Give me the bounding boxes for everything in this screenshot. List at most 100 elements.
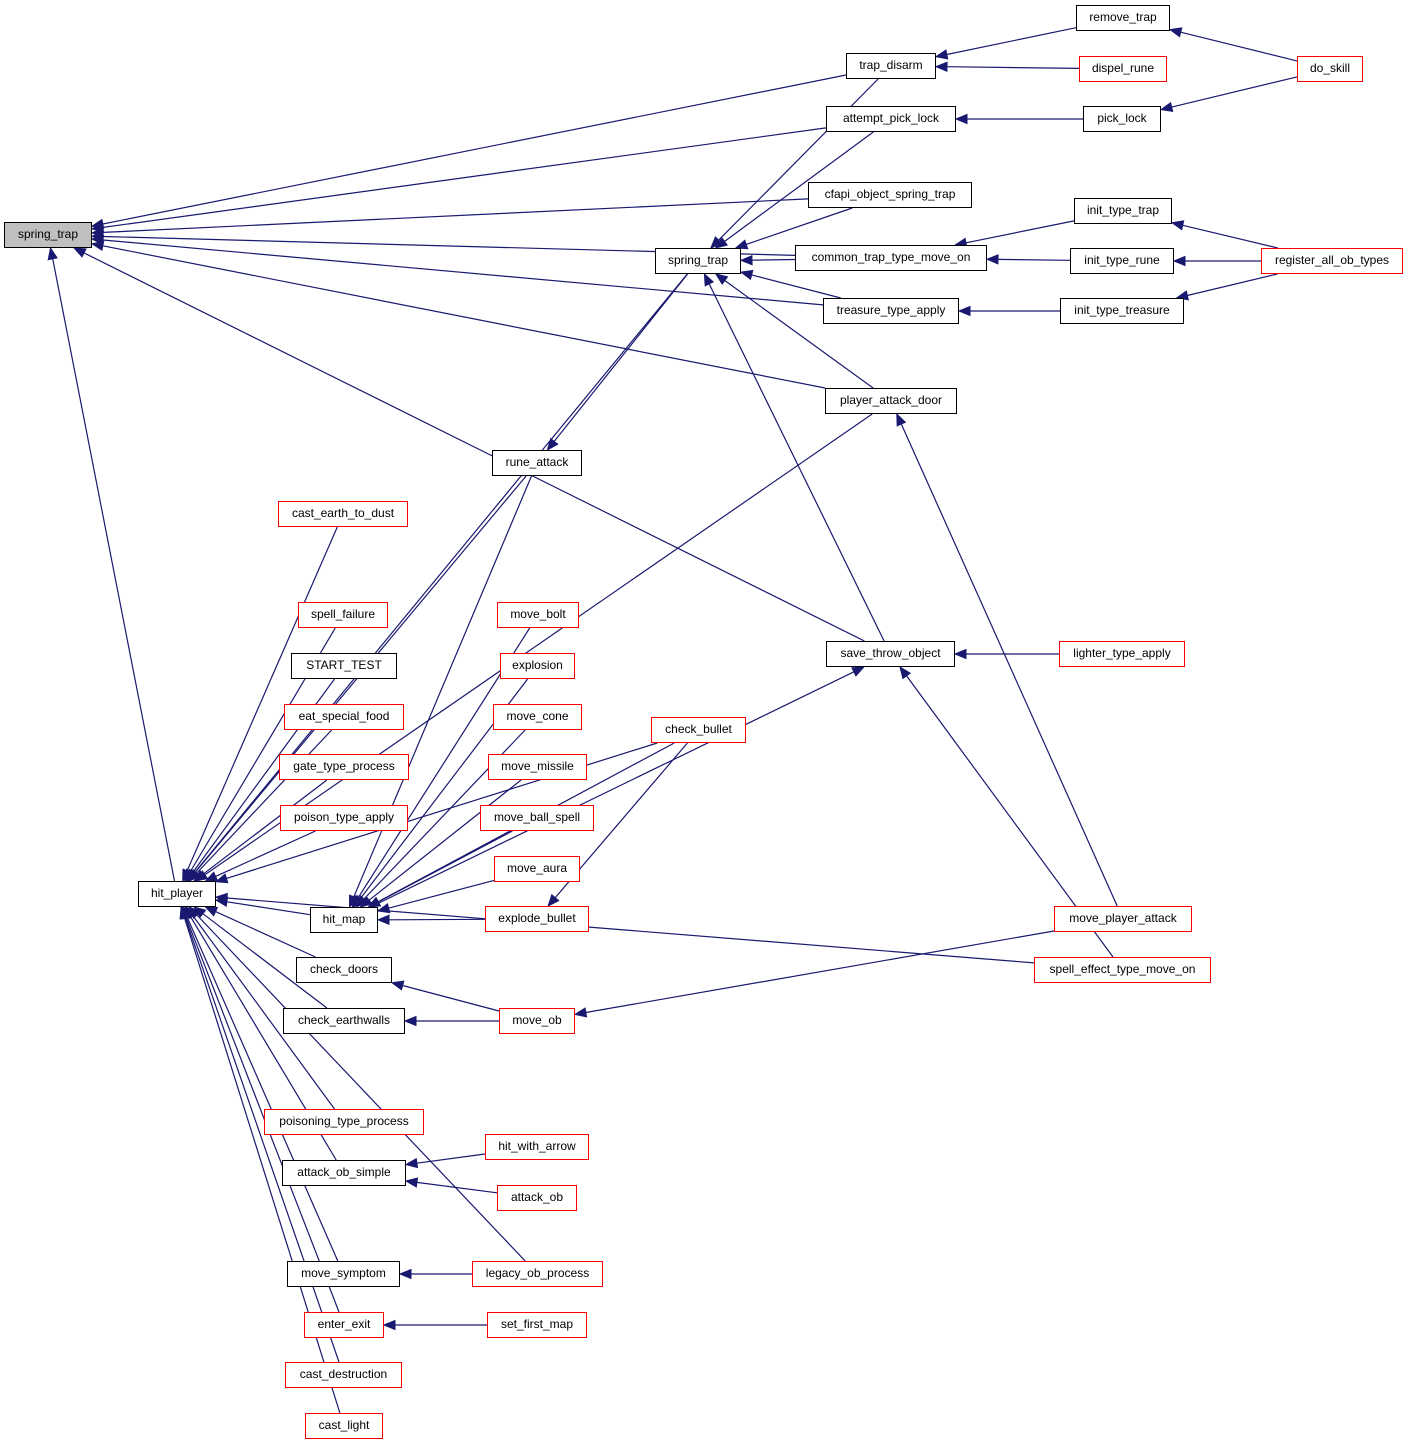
node-init-type-trap[interactable]: init_type_trap	[1074, 198, 1172, 224]
arrowhead-icon	[404, 1177, 419, 1188]
node-rune-attack[interactable]: rune_attack	[492, 450, 582, 476]
node-explosion[interactable]: explosion	[500, 653, 575, 679]
edge-do_skill-to-pick_lock	[1171, 76, 1298, 108]
node-spring-trap-root: spring_trap	[4, 222, 92, 248]
node-explode-bullet[interactable]: explode_bullet	[485, 906, 589, 932]
node-lighter-type-apply[interactable]: lighter_type_apply	[1059, 641, 1185, 667]
node-hit-map[interactable]: hit_map	[310, 907, 378, 933]
node-check-doors[interactable]: check_doors	[296, 957, 392, 983]
node-attack-ob[interactable]: attack_ob	[497, 1185, 577, 1211]
edge-attack_ob-to-attack_ob_simple	[416, 1181, 498, 1194]
edge-move_player_attack-to-player_attack_door	[900, 423, 1118, 907]
node-set-first-map[interactable]: set_first_map	[487, 1312, 587, 1338]
edge-trap_disarm-to-spring_trap2	[718, 78, 879, 241]
arrowhead-icon	[739, 269, 754, 281]
edge-attempt_pick_lock-to-spring_trap2	[724, 131, 874, 242]
node-enter-exit[interactable]: enter_exit	[304, 1312, 384, 1338]
node-poison-type-apply[interactable]: poison_type_apply	[280, 805, 408, 831]
node-cast-earth-to-dust[interactable]: cast_earth_to_dust	[278, 501, 408, 527]
edge-spring_trap2-to-rune_attack	[553, 273, 689, 442]
arrowhead-icon	[896, 412, 907, 427]
edge-do_skill-to-remove_trap	[1180, 31, 1298, 62]
edge-common_trap-to-spring_trap2	[751, 258, 796, 261]
arrowhead-icon	[382, 1319, 396, 1331]
arrowhead-icon	[90, 240, 105, 252]
edge-cfapi-to-spring_trap_root	[102, 198, 809, 233]
arrowhead-icon	[1159, 101, 1174, 113]
edge-check_doors-to-hit_player	[215, 911, 316, 958]
arrowhead-icon	[193, 869, 207, 882]
node-move-missile[interactable]: move_missile	[488, 754, 587, 780]
node-remove-trap[interactable]: remove_trap	[1076, 5, 1170, 31]
edge-move_player_attack-to-move_ob	[585, 930, 1055, 1014]
edge-treasure_apply-to-spring_trap_root	[102, 239, 824, 306]
node-legacy-ob-process[interactable]: legacy_ob_process	[472, 1261, 603, 1287]
node-move-symptom[interactable]: move_symptom	[287, 1261, 400, 1287]
node-poisoning-type-process[interactable]: poisoning_type_process	[264, 1109, 424, 1135]
arrowhead-icon	[739, 254, 753, 266]
edge-poisoning-to-hit_player	[192, 915, 335, 1110]
node-hit-with-arrow[interactable]: hit_with_arrow	[485, 1134, 589, 1160]
edge-init_type_rune-to-common_trap	[997, 258, 1071, 261]
node-check-bullet[interactable]: check_bullet	[651, 717, 746, 743]
edge-cast_destruction-to-hit_player	[184, 917, 340, 1363]
node-gate-type-process[interactable]: gate_type_process	[279, 754, 409, 780]
arrowhead-icon	[546, 437, 559, 452]
arrowhead-icon	[72, 247, 87, 258]
node-move-ball-spell[interactable]: move_ball_spell	[480, 805, 594, 831]
node-cast-light[interactable]: cast_light	[305, 1413, 383, 1439]
node-move-ob[interactable]: move_ob	[499, 1008, 575, 1034]
node-cfapi-object-spring-trap[interactable]: cfapi_object_spring_trap	[808, 182, 972, 208]
arrowhead-icon	[573, 1007, 588, 1018]
node-spell-effect-type-move-on[interactable]: spell_effect_type_move_on	[1034, 957, 1211, 983]
node-move-aura[interactable]: move_aura	[494, 856, 580, 882]
node-common-trap-type-move-on[interactable]: common_trap_type_move_on	[795, 245, 987, 271]
node-init-type-rune[interactable]: init_type_rune	[1070, 248, 1174, 274]
node-eat-special-food[interactable]: eat_special_food	[284, 704, 404, 730]
node-trap-disarm[interactable]: trap_disarm	[846, 53, 936, 79]
arrowhead-icon	[188, 869, 201, 882]
arrowhead-icon	[179, 905, 190, 920]
node-check-earthwalls[interactable]: check_earthwalls	[283, 1008, 405, 1034]
arrowhead-icon	[214, 892, 228, 904]
node-treasure-type-apply[interactable]: treasure_type_apply	[823, 298, 959, 324]
edge-hit_map-to-save_throw	[370, 671, 855, 908]
arrowhead-icon	[403, 1015, 417, 1027]
node-move-player-attack[interactable]: move_player_attack	[1054, 906, 1192, 932]
edge-cfapi-to-spring_trap2	[746, 207, 853, 245]
node-move-bolt[interactable]: move_bolt	[497, 602, 579, 628]
node-save-throw-object[interactable]: save_throw_object	[826, 641, 955, 667]
node-dispel-rune[interactable]: dispel_rune	[1079, 56, 1167, 82]
node-cast-destruction[interactable]: cast_destruction	[285, 1362, 402, 1388]
node-move-cone[interactable]: move_cone	[493, 704, 582, 730]
edge-player_attack_door-to-spring_trap_root	[102, 245, 826, 389]
edge-register_all-to-init_type_trap	[1182, 224, 1278, 249]
edge-remove_trap-to-trap_disarm	[946, 27, 1077, 56]
edge-treasure_apply-to-spring_trap2	[751, 274, 841, 299]
node-do-skill[interactable]: do_skill	[1297, 56, 1363, 82]
edge-dispel_rune-to-trap_disarm	[946, 66, 1080, 69]
node-start-test[interactable]: START_TEST	[291, 653, 397, 679]
node-hit-player[interactable]: hit_player	[138, 881, 216, 907]
edge-move_aura-to-hit_map	[388, 879, 495, 909]
node-register-all-ob-types[interactable]: register_all_ob_types	[1261, 248, 1403, 274]
node-attempt-pick-lock[interactable]: attempt_pick_lock	[826, 106, 956, 132]
arrowhead-icon	[709, 236, 723, 249]
arrowhead-icon	[899, 665, 912, 680]
edge-explode_bullet-to-hit_map	[388, 918, 486, 921]
node-player-attack-door[interactable]: player_attack_door	[825, 388, 957, 414]
arrowhead-icon	[204, 871, 219, 882]
edge-save_throw-to-spring_trap_root	[83, 252, 865, 642]
node-spring-trap[interactable]: spring_trap	[655, 248, 741, 274]
node-spell-failure[interactable]: spell_failure	[298, 602, 388, 628]
arrowhead-icon	[390, 980, 405, 991]
node-attack-ob-simple[interactable]: attack_ob_simple	[282, 1160, 406, 1186]
arrowhead-icon	[398, 1268, 412, 1280]
node-init-type-treasure[interactable]: init_type_treasure	[1060, 298, 1184, 324]
edge-spring_trap2-to-hit_player	[194, 273, 688, 873]
arrowhead-icon	[953, 648, 967, 660]
arrowhead-icon	[851, 666, 865, 677]
node-pick-lock[interactable]: pick_lock	[1083, 106, 1161, 132]
arrowhead-icon	[204, 906, 219, 917]
